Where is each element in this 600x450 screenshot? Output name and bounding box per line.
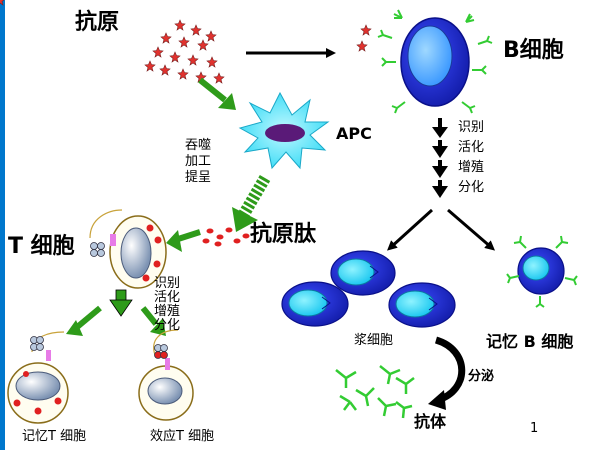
b-cell-label: B细胞 bbox=[503, 38, 564, 63]
left-accent-bar bbox=[0, 0, 5, 450]
memory-t-cell-label: 记忆T 细胞 bbox=[22, 429, 87, 444]
antigen-peptide-label: 抗原肽 bbox=[250, 222, 317, 247]
antigen-label: 抗原 bbox=[75, 10, 120, 35]
apc-to-peptide-arrow bbox=[232, 174, 271, 232]
t-cell bbox=[89, 209, 167, 289]
apc-label: APC bbox=[336, 124, 372, 143]
b-cell bbox=[356, 9, 493, 114]
antibodies bbox=[335, 365, 415, 419]
memory-b-cell-label: 记忆 B 细胞 bbox=[486, 332, 574, 351]
bcell-antigen-bits bbox=[356, 24, 372, 52]
tcr-receptor-icon bbox=[90, 242, 105, 257]
apc-steps: 吞噬 加工 提呈 bbox=[185, 138, 212, 185]
antigen-cluster bbox=[0, 0, 225, 84]
to-memory-b-arrow bbox=[447, 208, 496, 251]
tcell-differentiation-arrows bbox=[66, 289, 166, 336]
secrete-label: 分泌 bbox=[468, 369, 495, 384]
effector-t-cell bbox=[138, 329, 194, 421]
antibody-label: 抗体 bbox=[414, 412, 447, 431]
peptide-to-tcell-arrow bbox=[166, 229, 201, 252]
plasma-cell-label: 浆细胞 bbox=[354, 333, 394, 348]
b-cell-steps: 识别 活化 增殖 分化 bbox=[458, 120, 485, 195]
effector-t-cell-label: 效应T 细胞 bbox=[150, 429, 215, 444]
antigen-to-apc-arrow bbox=[198, 77, 236, 110]
plasma-cells bbox=[281, 250, 456, 328]
bcell-activation-arrows bbox=[432, 118, 448, 198]
antigen-peptide-dots bbox=[202, 227, 250, 247]
apc-cell bbox=[238, 91, 330, 170]
secrete-arrow bbox=[428, 336, 466, 410]
memory-t-cell bbox=[7, 331, 69, 424]
b-cell-receptors bbox=[377, 9, 493, 114]
memory-b-cell bbox=[506, 235, 578, 308]
t-cell-label: T 细胞 bbox=[8, 234, 75, 259]
t-cell-steps: 识别 活化 增殖 分化 bbox=[154, 276, 181, 333]
page-number: 1 bbox=[530, 421, 539, 436]
to-plasma-arrow bbox=[387, 208, 434, 251]
